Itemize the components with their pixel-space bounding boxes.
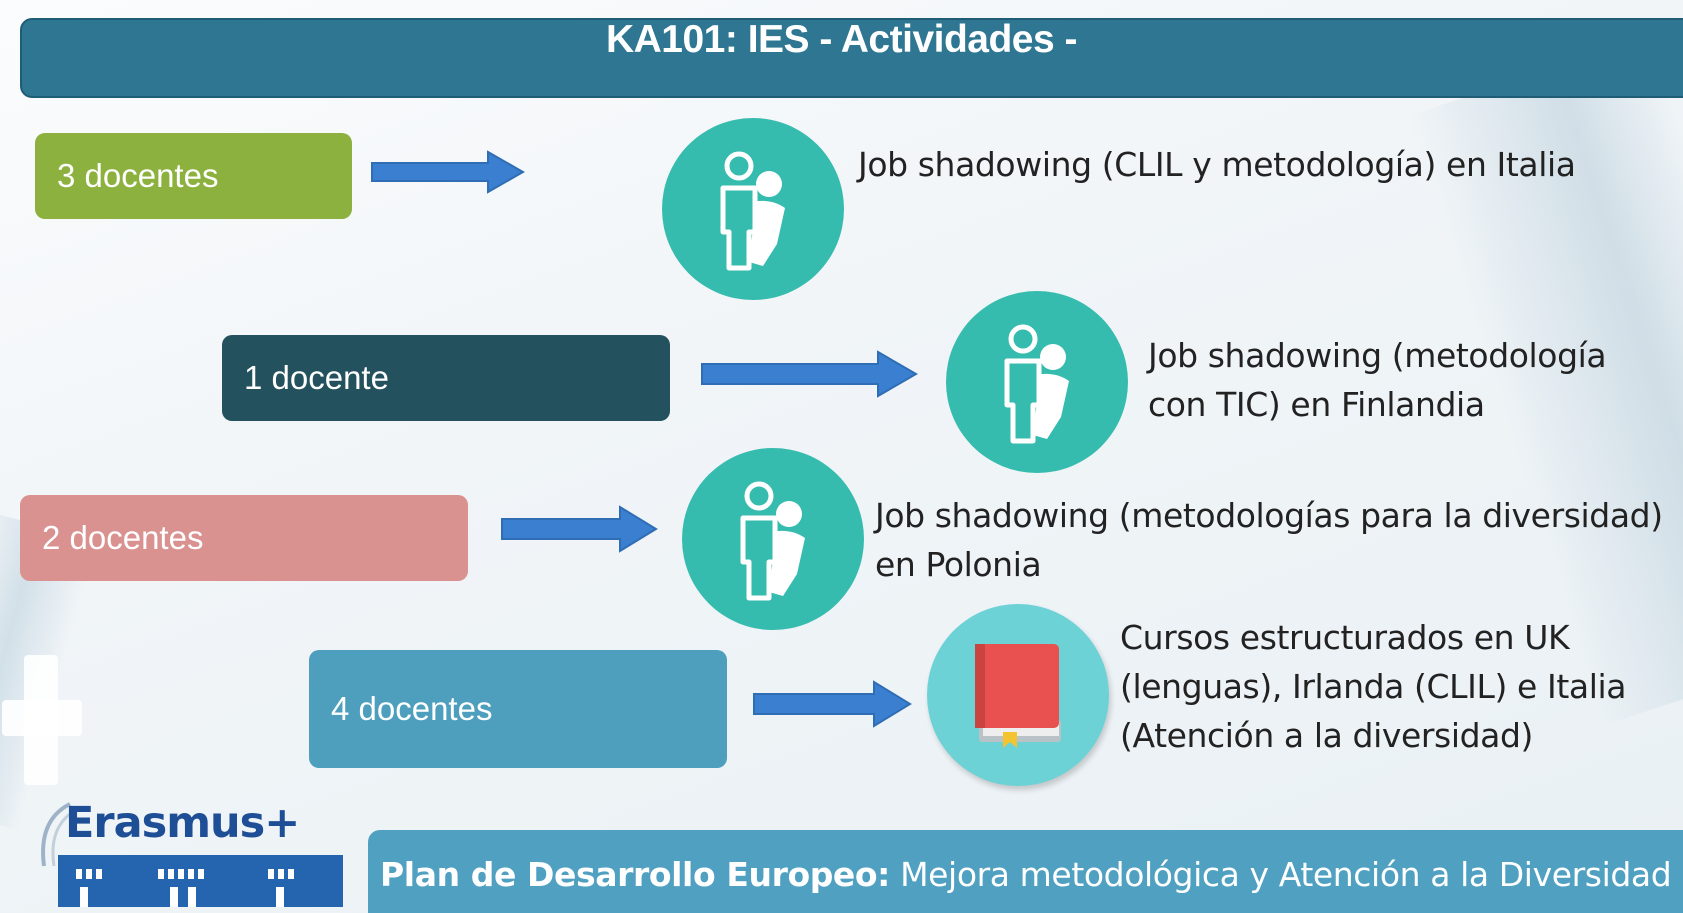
school-building-icon [58,855,343,907]
description-line: Job shadowing (CLIL y metodología) en It… [858,145,1576,184]
right-arrow-icon [701,350,918,398]
logo-swoosh-icon [41,802,77,867]
background-cross-shape [2,700,82,736]
description-line: (Atención a la diversidad) [1120,716,1533,755]
book-icon [975,644,1061,748]
teacher-count-label: 1 docente [244,359,389,396]
description-line: en Polonia [875,545,1042,584]
logo-text: Erasmus+ [65,798,300,848]
description-line: (lenguas), Irlanda (CLIL) e Italia [1120,667,1627,706]
person-silhouette-icon [720,151,785,271]
teacher-count-label: 3 docentes [57,157,219,194]
teacher-count-box: 1 docente [222,335,670,421]
activity-icon-circle [662,118,844,300]
person-silhouette-icon [740,481,805,601]
teacher-count-box: 3 docentes [35,133,352,219]
description-line: Cursos estructurados en UK [1120,618,1570,657]
activity-description: Cursos estructurados en UK (lenguas), Ir… [1120,613,1626,760]
title-bar [20,18,1683,98]
erasmus-plus-logo: Erasmus+ [10,790,360,913]
right-arrow-icon [501,505,658,553]
slide-title: KA101: IES - Actividades - [605,18,1078,61]
description-line: con TIC) en Finlandia [1148,385,1485,424]
teacher-count-label: 2 docentes [42,519,204,556]
activity-icon-circle [946,291,1128,473]
teacher-count-box: 4 docentes [309,650,727,768]
footer-bar [368,830,1683,913]
footer-bold-label: Plan de Desarrollo Europeo: [380,855,890,894]
activity-description: Job shadowing (metodologías para la dive… [875,491,1663,589]
activity-description: Job shadowing (metodología con TIC) en F… [1148,331,1607,429]
activity-description: Job shadowing (CLIL y metodología) en It… [858,140,1576,189]
right-arrow-icon [753,680,912,728]
activity-icon-circle [682,448,864,630]
course-icon-circle [927,604,1109,786]
teacher-count-label: 4 docentes [331,690,493,727]
person-silhouette-icon [1004,324,1069,444]
teacher-count-box: 2 docentes [20,495,468,581]
right-arrow-icon [371,150,525,194]
footer-description: Mejora metodológica y Atención a la Dive… [889,855,1672,894]
footer-text: Plan de Desarrollo Europeo: Mejora metod… [380,855,1672,894]
description-line: Job shadowing (metodologías para la dive… [875,496,1663,535]
description-line: Job shadowing (metodología [1148,336,1607,375]
